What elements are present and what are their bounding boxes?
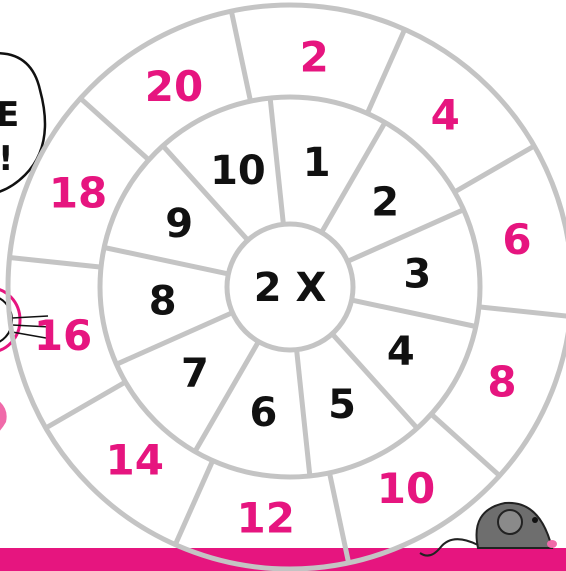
inner-number-6: 6 <box>249 390 277 436</box>
outer-answer-18: 18 <box>49 169 107 218</box>
outer-answer-10: 10 <box>377 464 435 513</box>
bubble-text-line-1: E <box>0 95 19 135</box>
inner-spoke <box>352 300 476 326</box>
outer-spoke <box>455 146 535 192</box>
inner-number-5: 5 <box>328 382 356 428</box>
outer-answer-8: 8 <box>487 357 516 406</box>
inner-number-3: 3 <box>403 252 431 298</box>
outer-answer-14: 14 <box>106 435 164 484</box>
outer-answer-4: 4 <box>431 91 460 140</box>
outer-answer-20: 20 <box>145 62 203 111</box>
outer-answer-2: 2 <box>300 32 329 81</box>
bubble-text-line-2: ! <box>0 139 14 179</box>
center-label: 2 X <box>254 265 327 311</box>
gray-mouse-icon <box>420 503 557 556</box>
inner-number-2: 2 <box>371 179 399 225</box>
outer-spoke <box>231 11 250 101</box>
inner-spoke <box>270 98 283 224</box>
outer-answer-6: 6 <box>502 215 531 264</box>
inner-number-7: 7 <box>181 351 209 397</box>
inner-number-10: 10 <box>210 148 266 194</box>
outer-spoke <box>80 98 148 160</box>
inner-spoke <box>297 350 310 476</box>
inner-number-9: 9 <box>165 201 193 247</box>
outer-answer-16: 16 <box>34 311 92 360</box>
speech-bubble: E ! <box>0 53 45 195</box>
outer-spoke <box>367 29 404 113</box>
outer-spoke <box>431 414 499 476</box>
outer-spoke <box>10 258 101 268</box>
outer-spoke <box>479 307 566 317</box>
outer-spoke <box>175 461 212 545</box>
outer-spoke <box>46 382 126 428</box>
outer-answer-12: 12 <box>237 494 295 543</box>
inner-number-4: 4 <box>387 329 415 375</box>
inner-number-8: 8 <box>149 278 177 324</box>
inner-spoke <box>104 247 228 273</box>
inner-number-1: 1 <box>303 140 331 186</box>
